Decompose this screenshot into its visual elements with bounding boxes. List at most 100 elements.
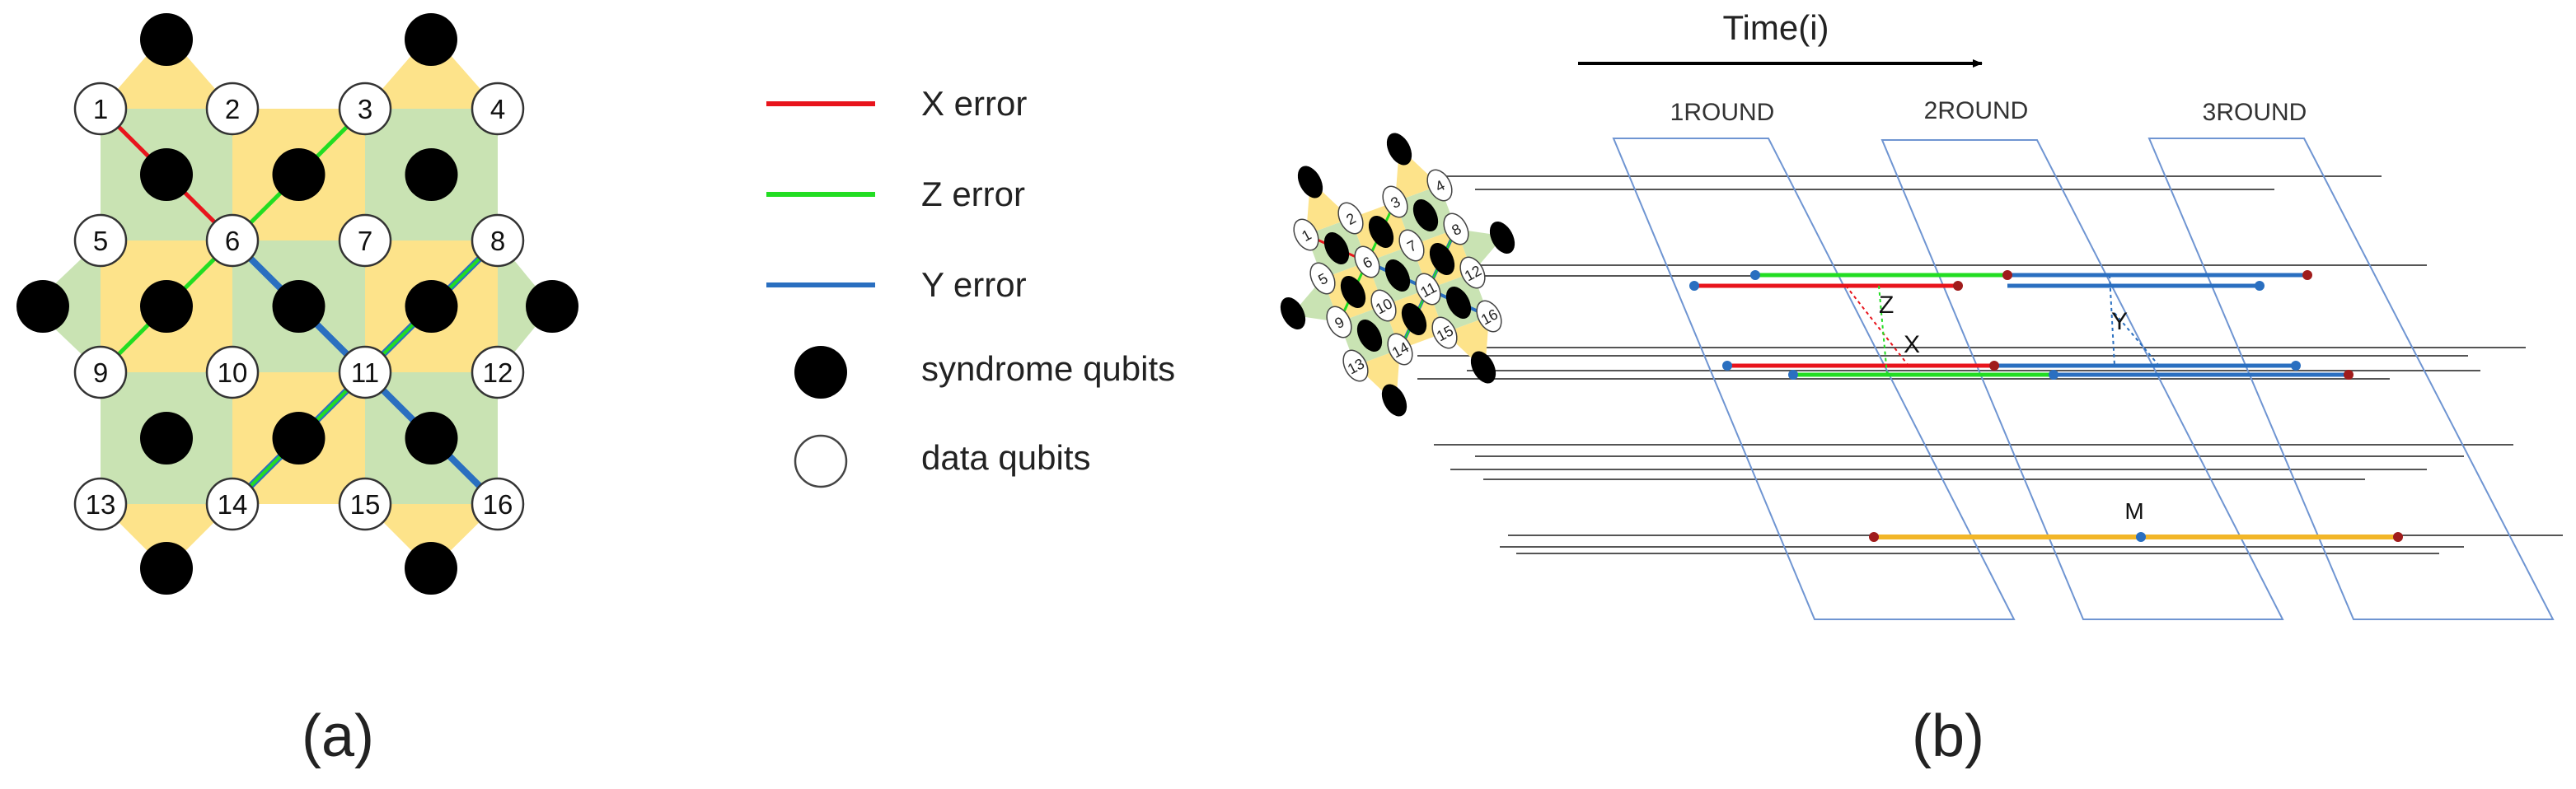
data-qubit-label: 16	[483, 489, 513, 520]
syndrome-qubit	[272, 148, 326, 201]
chain-endpoint	[1989, 361, 1999, 371]
data-qubit	[1431, 316, 1458, 349]
data-qubit-label: 2	[225, 94, 240, 124]
data-qubit	[1326, 306, 1352, 338]
chain-endpoint	[1788, 370, 1798, 380]
syndrome-qubit	[1401, 302, 1427, 336]
data-qubit-label: 13	[86, 489, 116, 520]
boundary-plaquette	[498, 240, 552, 372]
syndrome-qubit	[140, 148, 193, 201]
annotation-y: Y	[2111, 308, 2128, 335]
data-qubit	[1293, 218, 1319, 251]
syndrome-qubit	[405, 542, 457, 595]
chain-endpoint	[2302, 270, 2312, 280]
syndrome-qubit	[1381, 384, 1407, 417]
data-qubit	[1342, 349, 1369, 382]
legend-label: X error	[921, 84, 1027, 123]
legend-label: Z error	[921, 175, 1025, 213]
data-qubit	[338, 345, 392, 399]
data-qubit	[471, 477, 525, 531]
syndrome-qubit	[1297, 166, 1323, 198]
data-qubit	[1354, 245, 1380, 278]
syndrome-qubit	[272, 412, 326, 465]
syndrome-qubit	[16, 280, 69, 333]
data-qubit	[338, 82, 392, 136]
syndrome-qubit	[140, 412, 193, 465]
syndrome-qubit	[272, 280, 326, 333]
round-plane	[1880, 139, 2284, 620]
syndrome-qubit	[405, 148, 458, 201]
round-label-2: 2ROUND	[1924, 97, 2029, 124]
boundary-plaquette	[365, 504, 498, 570]
data-qubit-label: 7	[358, 226, 372, 256]
data-qubit	[471, 345, 525, 399]
dotted-connector	[2109, 274, 2115, 366]
chain-endpoint	[2002, 270, 2012, 280]
chain-endpoint	[1750, 270, 1760, 280]
data-qubit	[205, 477, 260, 531]
chain-endpoint	[1689, 281, 1699, 291]
data-qubit	[1443, 212, 1469, 245]
round-plane	[2147, 138, 2555, 620]
syndrome-qubits	[16, 13, 578, 595]
data-qubit	[1337, 202, 1364, 235]
syndrome-qubit	[1356, 319, 1383, 352]
boundary-plaquette	[101, 33, 232, 109]
dotted-connector	[1845, 285, 1909, 366]
data-qubit	[1370, 289, 1397, 322]
syndrome-qubit	[1412, 198, 1439, 232]
data-qubit-label: 5	[93, 226, 108, 256]
data-qubit	[205, 345, 260, 399]
data-qubit	[1459, 256, 1486, 289]
chain-endpoint	[2393, 532, 2403, 542]
syndrome-qubit	[1386, 133, 1412, 166]
spacetime-error-chains	[1689, 270, 2403, 542]
syndrome-qubit	[140, 280, 193, 333]
panel-b-time-evolution: Time(i) 1ROUND 2ROUND 3ROUND 12345678910…	[1280, 8, 2563, 620]
data-qubit	[338, 213, 392, 268]
data-qubit-label: 15	[350, 489, 381, 520]
panel-b-caption: (b)	[1912, 703, 1984, 769]
dotted-connector	[2114, 312, 2160, 366]
syndrome-qubit	[1340, 275, 1366, 309]
time-axis-label: Time(i)	[1722, 8, 1829, 47]
syndrome-qubit	[1489, 221, 1515, 254]
chain-endpoint	[2344, 370, 2354, 380]
annotation-m: M	[2124, 498, 2143, 524]
data-qubit	[471, 213, 525, 268]
dotted-connector	[1878, 285, 1888, 376]
syndrome-qubit	[1368, 215, 1394, 249]
data-qubit	[1415, 273, 1441, 306]
syndrome-qubit	[405, 13, 457, 66]
round-label-1: 1ROUND	[1670, 99, 1775, 126]
data-qubit	[471, 82, 525, 136]
data-qubit	[1398, 229, 1425, 262]
chain-endpoint	[2136, 532, 2146, 542]
syndrome-qubit	[1280, 296, 1306, 330]
legend-label: data qubits	[921, 438, 1091, 477]
round-plane	[1612, 138, 2016, 620]
chain-endpoint	[1722, 361, 1732, 371]
round-planes	[1612, 138, 2555, 620]
data-qubit-label: 4	[490, 94, 505, 124]
legend-data-dot	[794, 434, 848, 488]
annotation-x: X	[1904, 331, 1920, 358]
syndrome-qubit	[1445, 286, 1472, 320]
data-qubit	[1309, 262, 1336, 295]
syndrome-qubit	[526, 280, 578, 333]
panel-a-caption: (a)	[302, 703, 374, 769]
data-qubit	[205, 213, 260, 268]
syndrome-qubit	[405, 412, 458, 465]
data-qubit-label: 6	[225, 226, 240, 256]
legend-label: Y error	[921, 265, 1027, 304]
boundary-plaquette	[101, 504, 232, 570]
annotation-z: Z	[1879, 292, 1894, 319]
data-qubit	[73, 213, 128, 268]
data-qubit	[338, 477, 392, 531]
data-qubit	[73, 477, 128, 531]
syndrome-qubit	[140, 13, 193, 66]
data-qubit	[1382, 185, 1408, 218]
data-qubit-label: 1	[93, 94, 108, 124]
